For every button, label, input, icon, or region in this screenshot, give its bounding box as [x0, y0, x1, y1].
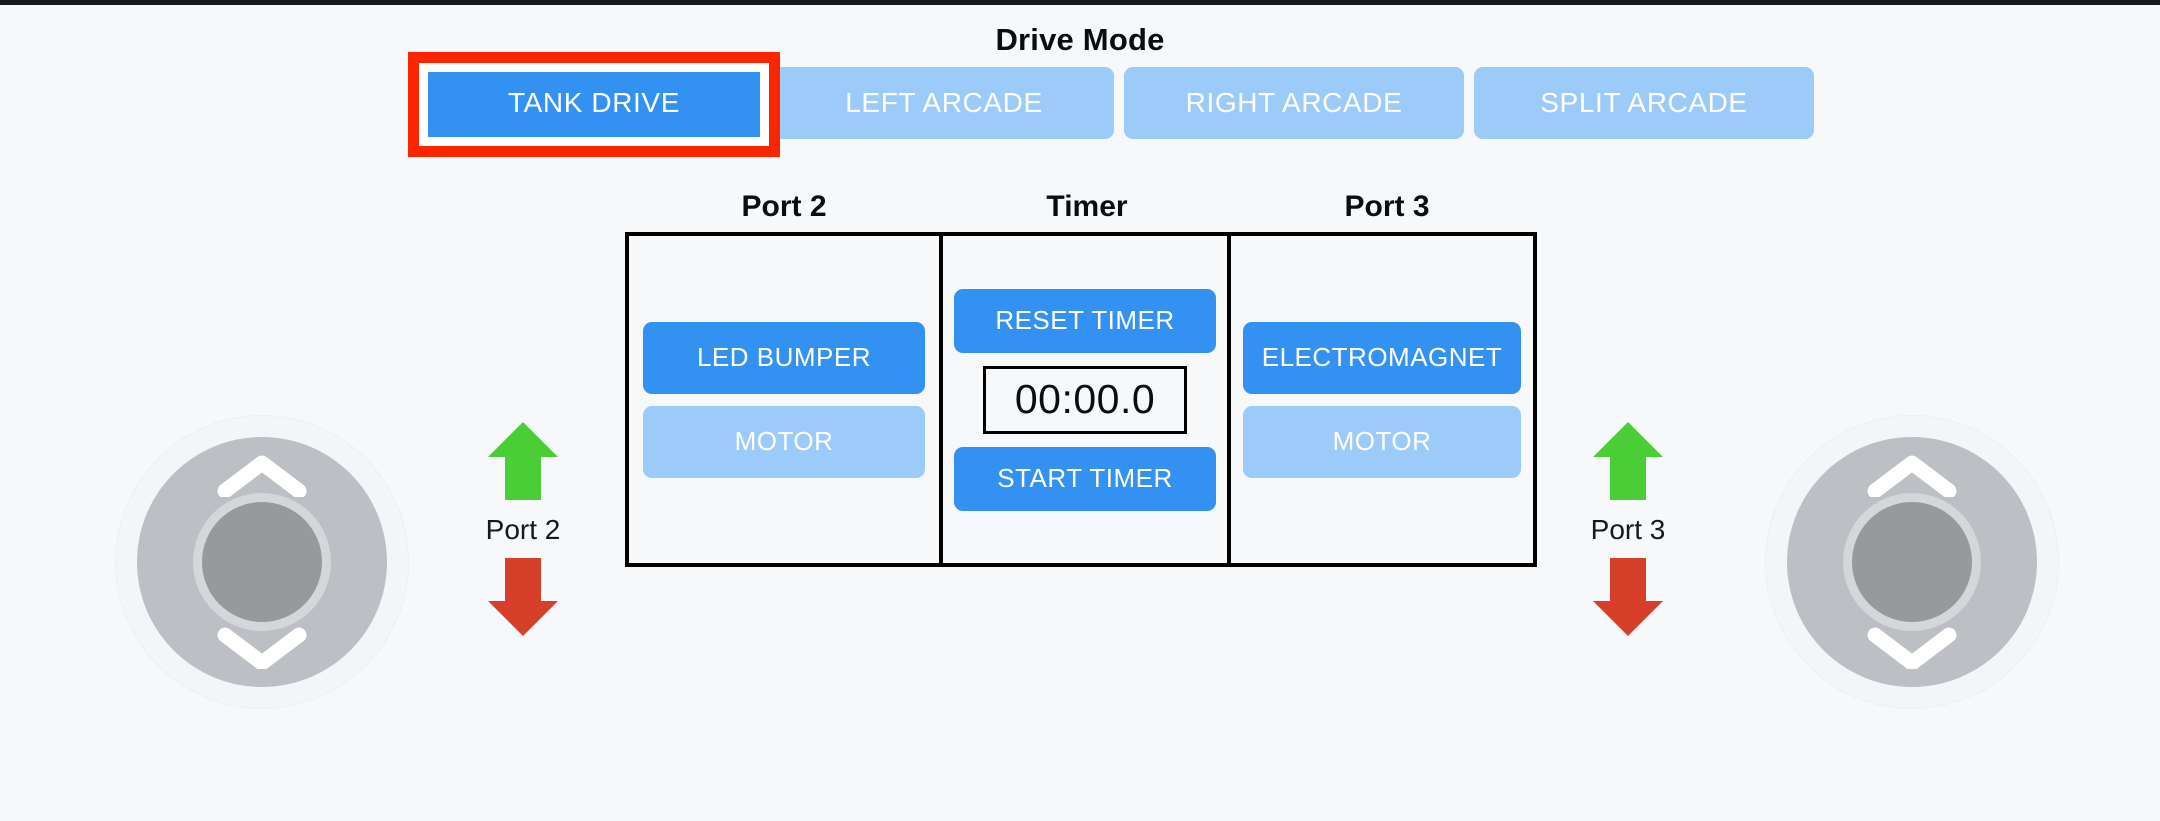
start-timer-button[interactable]: START TIMER — [954, 446, 1216, 511]
drive-mode-right-arcade-button[interactable]: RIGHT ARCADE — [1124, 67, 1464, 139]
port3-up-arrow-icon[interactable] — [1591, 420, 1665, 502]
panel-port2: LED BUMPER MOTOR — [629, 236, 939, 563]
left-joystick-down-chevron-icon[interactable] — [217, 627, 307, 669]
panel-timer: RESET TIMER 00:00.0 START TIMER — [939, 236, 1227, 563]
drive-mode-tank-drive-button[interactable]: TANK DRIVE — [424, 67, 764, 139]
port3-arrow-cluster: Port 3 — [1548, 420, 1708, 638]
drive-mode-button-group: TANK DRIVE LEFT ARCADE RIGHT ARCADE SPLI… — [424, 67, 1814, 139]
panel-header-port2: Port 2 — [741, 190, 827, 223]
port2-motor-button[interactable]: MOTOR — [643, 405, 925, 478]
port3-arrow-label: Port 3 — [1590, 514, 1666, 545]
control-panel-group: LED BUMPER MOTOR RESET TIMER 00:00.0 STA… — [625, 232, 1537, 567]
right-joystick-knob[interactable] — [1852, 502, 1972, 622]
port3-electromagnet-button[interactable]: ELECTROMAGNET — [1243, 321, 1521, 394]
right-joystick-down-chevron-icon[interactable] — [1867, 627, 1957, 669]
port3-down-arrow-icon[interactable] — [1591, 556, 1665, 638]
port2-arrow-label: Port 2 — [485, 514, 561, 545]
port2-down-arrow-icon[interactable] — [486, 556, 560, 638]
panel-header-row: Port 2 Timer Port 3 — [625, 190, 1543, 224]
panel-header-timer: Timer — [1046, 190, 1128, 223]
drive-mode-title: Drive Mode — [995, 22, 1165, 57]
port3-motor-button[interactable]: MOTOR — [1243, 405, 1521, 478]
left-joystick-up-chevron-icon[interactable] — [217, 455, 307, 497]
port2-up-arrow-icon[interactable] — [486, 420, 560, 502]
timer-display: 00:00.0 — [983, 365, 1187, 434]
drive-mode-split-arcade-button[interactable]: SPLIT ARCADE — [1474, 67, 1814, 139]
right-joystick[interactable] — [1765, 415, 2059, 709]
top-edge-strip — [0, 0, 2160, 5]
drive-mode-left-arcade-button[interactable]: LEFT ARCADE — [774, 67, 1114, 139]
port2-led-bumper-button[interactable]: LED BUMPER — [643, 321, 925, 394]
left-joystick-knob[interactable] — [202, 502, 322, 622]
left-joystick[interactable] — [115, 415, 409, 709]
panel-header-port3: Port 3 — [1344, 190, 1430, 223]
right-joystick-up-chevron-icon[interactable] — [1867, 455, 1957, 497]
panel-port3: ELECTROMAGNET MOTOR — [1227, 236, 1533, 563]
reset-timer-button[interactable]: RESET TIMER — [954, 288, 1216, 353]
port2-arrow-cluster: Port 2 — [443, 420, 603, 638]
